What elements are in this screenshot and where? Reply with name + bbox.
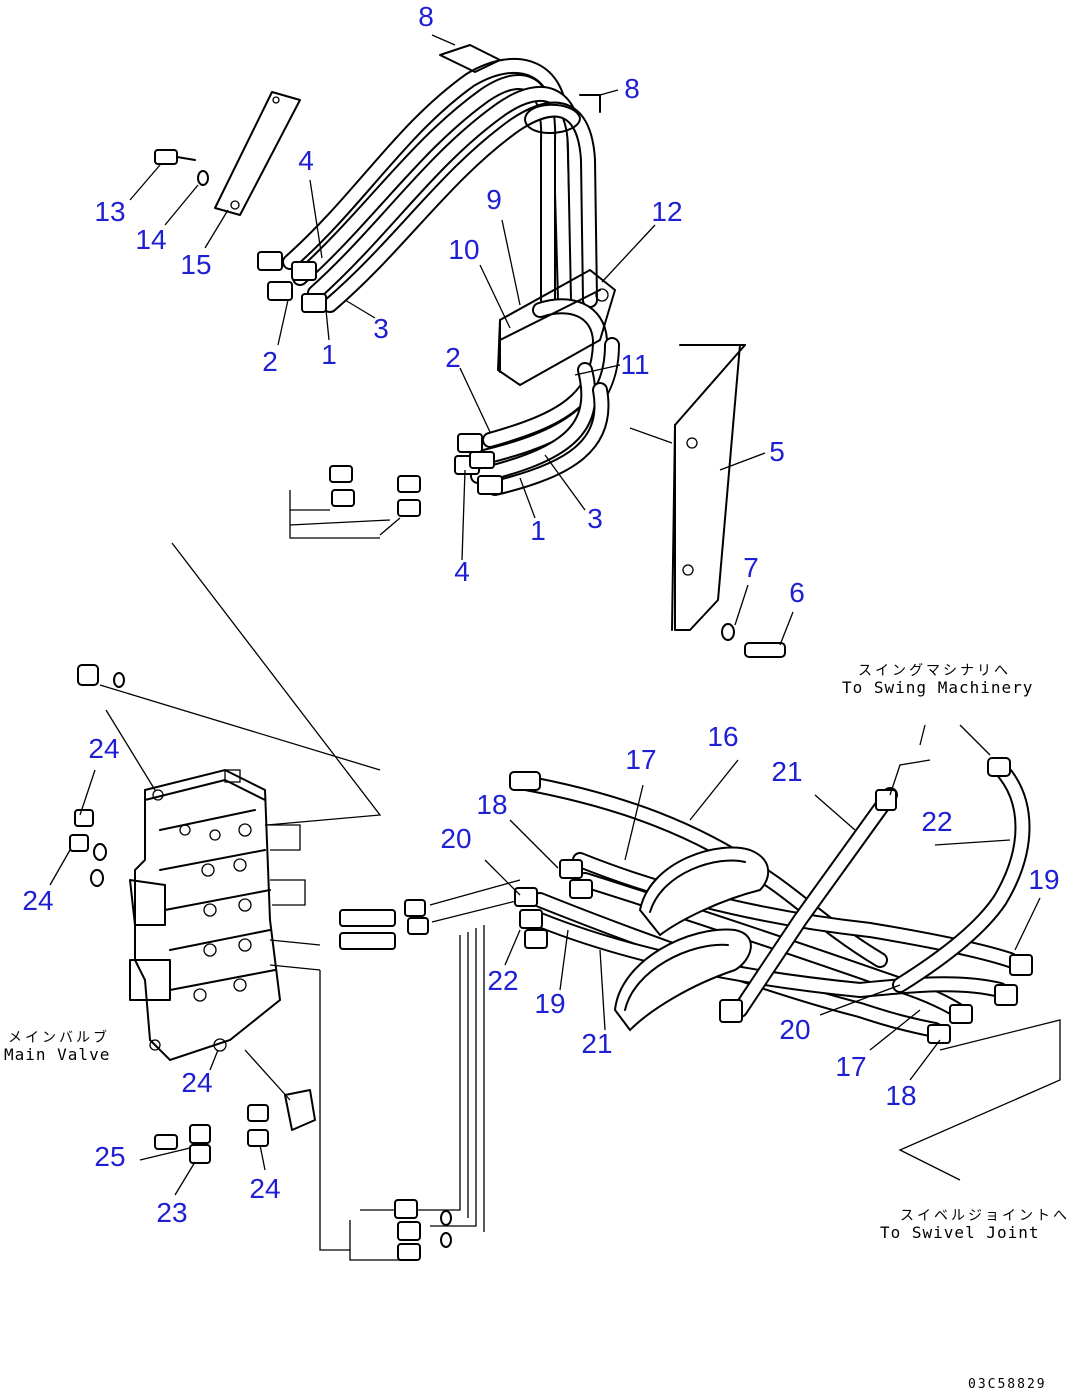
callout-4: 4 [454,556,470,587]
swivel-note-en: To Swivel Joint [880,1223,1040,1243]
callout-2: 2 [262,346,278,377]
callout-19: 19 [534,988,566,1019]
callout-8: 8 [418,1,434,32]
callout-24: 24 [88,733,120,764]
bracket-15 [154,91,301,216]
callout-22: 22 [487,965,519,996]
main-valve-note: メインバルブ Main Valve [4,1030,110,1064]
callout-21: 21 [581,1028,613,1059]
callout-1: 1 [530,515,546,546]
callout-16: 16 [707,721,739,752]
swivel-joint-note: スイベルジョイントへ To Swivel Joint [880,1208,1070,1242]
callout-19: 19 [1028,864,1060,895]
upper-hose-bundle [257,57,620,496]
callout-17: 17 [625,744,657,775]
clamp-block [497,269,616,386]
main-valve-body [129,768,306,1062]
drawing-code: 03C58829 [968,1377,1047,1392]
callout-18: 18 [476,789,508,820]
callout-9: 9 [486,184,502,215]
swivel-note-jp: スイベルジョイントへ [900,1208,1070,1224]
callout-6: 6 [789,577,805,608]
adapters-upper [289,465,421,539]
callout-10: 10 [448,234,480,265]
bracket-5 [629,344,786,658]
callout-23: 23 [156,1197,188,1228]
callout-14: 14 [135,224,167,255]
main-valve-note-en: Main Valve [4,1045,111,1065]
leader-lines [129,34,794,831]
callout-24: 24 [181,1067,213,1098]
swing-note-en: To Swing Machinery [842,678,1034,698]
swing-machinery-note: スイングマシナリへ To Swing Machinery [842,663,1033,697]
callout-8: 8 [624,73,640,104]
callout-12: 12 [651,196,683,227]
valve-piping [269,879,521,1261]
callout-2: 2 [445,342,461,373]
callout-20: 20 [779,1014,811,1045]
callout-13: 13 [94,196,126,227]
swing-note-jp: スイングマシナリへ [858,663,1011,679]
callout-15: 15 [180,249,212,280]
callout-24: 24 [249,1173,281,1204]
callout-3: 3 [373,313,389,344]
callout-25: 25 [94,1141,126,1172]
callout-11: 11 [620,349,650,380]
valve-fittings [49,664,381,1196]
callout-4: 4 [298,145,314,176]
callout-17: 17 [835,1051,867,1082]
main-valve-note-jp: メインバルブ [8,1030,110,1046]
callout-21: 21 [771,756,803,787]
callout-18: 18 [885,1080,917,1111]
callout-7: 7 [743,552,759,583]
lower-hose-bundle [484,724,1061,1181]
callout-24: 24 [22,885,54,916]
callout-22: 22 [921,806,953,837]
callout-1: 1 [321,339,337,370]
callout-3: 3 [587,503,603,534]
callout-20: 20 [440,823,472,854]
callout-5: 5 [769,436,785,467]
